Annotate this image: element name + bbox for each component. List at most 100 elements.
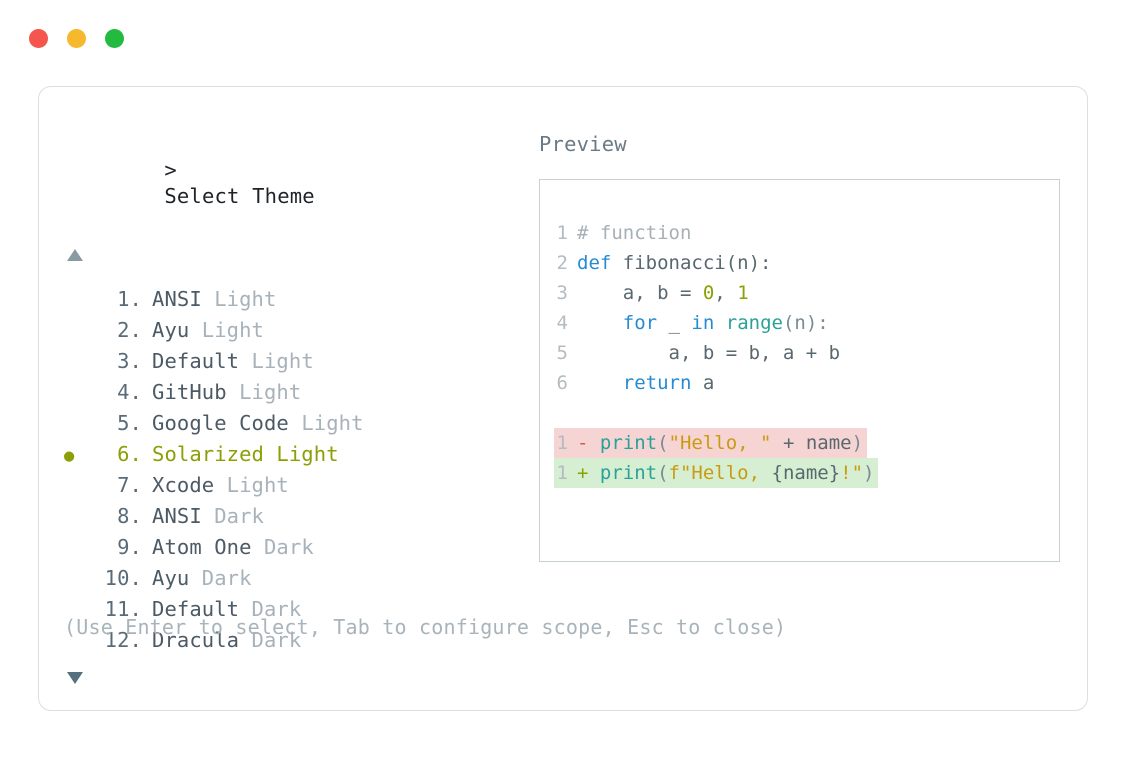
theme-item-name: Solarized [152, 442, 264, 466]
code-token: 0 [702, 282, 715, 304]
theme-list-item[interactable]: ●7.Xcode Light [64, 470, 534, 501]
code-token: "Hello, " [668, 432, 772, 454]
theme-item-name: Default [152, 349, 240, 373]
scroll-down-indicator[interactable] [64, 672, 534, 684]
theme-item-index: 7. [117, 473, 142, 497]
theme-list-item[interactable]: ●4.GitHub Light [64, 377, 534, 408]
minimize-window-button[interactable] [67, 29, 86, 48]
theme-item-index: 3. [117, 349, 142, 373]
code-line-number: 2 [556, 252, 568, 274]
theme-list-item[interactable]: ●10.Ayu Dark [64, 563, 534, 594]
code-line: 5 a, b = b, a + b [554, 338, 1059, 368]
code-token: (n): [782, 312, 829, 334]
code-token: ) [851, 432, 864, 454]
theme-list-item[interactable]: ●11.Default Dark [64, 594, 534, 625]
code-token: _ [657, 312, 692, 334]
code-line-number: 1 [556, 222, 568, 244]
code-token: range [725, 312, 783, 334]
prompt-line: > Select Theme [64, 131, 534, 235]
code-token: f"Hello, [668, 462, 772, 484]
code-token: for [622, 312, 658, 334]
code-token: # function [577, 222, 692, 244]
theme-item-name: ANSI [152, 287, 202, 311]
theme-item-variant: Light [214, 473, 289, 497]
diff-sign-add: + [577, 462, 600, 484]
theme-item-index: 4. [117, 380, 142, 404]
code-token: ( [657, 432, 669, 454]
theme-item-index: 6. [117, 442, 142, 466]
triangle-down-icon [67, 672, 83, 684]
diff-sample: 1- print("Hello, " + name)1+ print(f"Hel… [554, 428, 1059, 488]
close-window-button[interactable] [29, 29, 48, 48]
code-token: def [577, 252, 612, 274]
bullet-placeholder: ● [64, 379, 94, 410]
code-line-number: 5 [556, 342, 568, 364]
theme-list: ●1.ANSI Light●2.Ayu Light●3.Default Ligh… [64, 284, 534, 656]
theme-list-item[interactable]: ●9.Atom One Dark [64, 532, 534, 563]
theme-item-index: 10. [104, 566, 142, 590]
code-token: fibonacci(n): [611, 252, 772, 274]
code-token: + name [771, 432, 852, 454]
theme-item-name: Atom One [152, 535, 252, 559]
theme-list-item[interactable]: ●3.Default Light [64, 346, 534, 377]
theme-list-item[interactable]: ●12.Dracula Dark [64, 625, 534, 656]
theme-item-name: Ayu [152, 318, 190, 342]
theme-item-name: GitHub [152, 380, 227, 404]
code-token [577, 372, 623, 394]
theme-list-item[interactable]: ●6.Solarized Light [64, 439, 534, 470]
bullet-placeholder: ● [64, 286, 94, 317]
theme-item-index: 8. [117, 504, 142, 528]
triangle-up-icon [67, 249, 83, 261]
theme-item-variant: Dark [201, 504, 264, 528]
window-controls [29, 29, 124, 48]
code-line: 3 a, b = 0, 1 [554, 278, 1059, 308]
theme-item-variant: Dark [251, 535, 314, 559]
bullet-placeholder: ● [64, 410, 94, 441]
theme-list-item[interactable]: ●2.Ayu Light [64, 315, 534, 346]
theme-item-variant: Light [189, 318, 264, 342]
code-line-number: 4 [556, 312, 568, 334]
theme-item-variant: Dark [189, 566, 252, 590]
theme-item-name: Default [152, 597, 240, 621]
code-token: 1 [737, 282, 749, 304]
code-token: , [714, 282, 738, 304]
theme-selector-card: > Select Theme ●1.ANSI Light●2.Ayu Light… [38, 86, 1088, 711]
theme-item-index: 1. [117, 287, 142, 311]
preview-box: 1 # function 2 def fibonacci(n): 3 a, b = 0,… [539, 179, 1060, 562]
theme-item-variant: Light [288, 411, 364, 435]
code-line: 1 # function [554, 218, 1059, 248]
theme-item-variant: Light [201, 287, 277, 311]
code-token: print [599, 462, 658, 484]
theme-item-index: 11. [104, 597, 142, 621]
code-token: ( [657, 462, 669, 484]
diff-sign-remove: - [577, 432, 600, 454]
theme-list-item[interactable]: ●5.Google Code Light [64, 408, 534, 439]
code-token: in [691, 312, 715, 334]
theme-item-variant: Light [239, 349, 314, 373]
code-token: ) [863, 462, 875, 484]
code-token: a, b = b, a + b [577, 342, 841, 364]
theme-item-index: 12. [104, 628, 142, 652]
code-line: 2 def fibonacci(n): [554, 248, 1059, 278]
diff-line-number: 1 [556, 432, 568, 454]
theme-picker-panel: > Select Theme ●1.ANSI Light●2.Ayu Light… [64, 131, 534, 684]
page-title: Select Theme [164, 184, 315, 208]
theme-list-item[interactable]: ●8.ANSI Dark [64, 501, 534, 532]
theme-item-name: Dracula [152, 628, 240, 652]
code-token: a, b = [577, 282, 703, 304]
keyboard-help-text: (Use Enter to select, Tab to configure s… [64, 615, 787, 639]
theme-item-variant: Light [263, 442, 339, 466]
theme-item-index: 9. [117, 535, 142, 559]
prompt-caret-icon: > [164, 158, 177, 182]
diff-line-row: 1- print("Hello, " + name) [554, 428, 1059, 458]
code-line-number: 6 [556, 372, 568, 394]
code-token: print [599, 432, 658, 454]
code-token [714, 312, 725, 334]
maximize-window-button[interactable] [105, 29, 124, 48]
scroll-up-indicator[interactable] [64, 249, 534, 273]
theme-item-name: Google Code [152, 411, 289, 435]
theme-item-name: Xcode [152, 473, 215, 497]
code-sample: 1 # function 2 def fibonacci(n): 3 a, b = 0,… [554, 218, 1059, 398]
theme-list-item[interactable]: ● 1. ANSI Light [64, 284, 534, 315]
